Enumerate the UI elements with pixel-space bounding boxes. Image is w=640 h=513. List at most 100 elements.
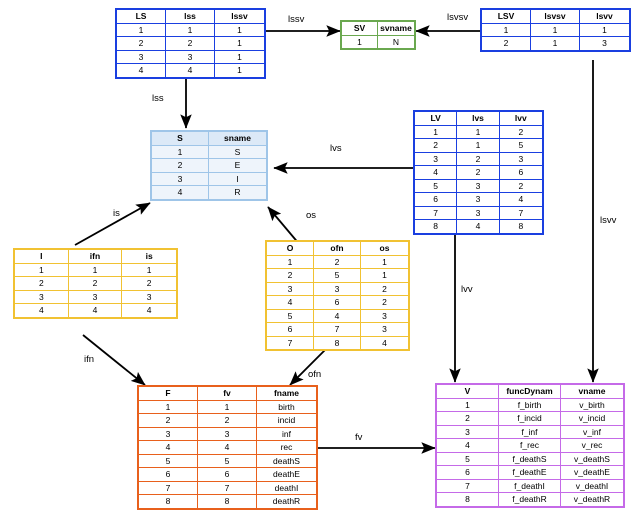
- table-cell: 7: [437, 479, 499, 493]
- table-cell: 5: [415, 179, 458, 193]
- table-cell: 3: [122, 290, 176, 304]
- table-cell: 5: [499, 139, 542, 153]
- table-cell: 1: [215, 23, 264, 37]
- table-cell: 8: [198, 495, 257, 508]
- table-cell: 2: [314, 255, 361, 269]
- table-cell: 1: [215, 64, 264, 77]
- table-cell: 7: [314, 323, 361, 337]
- table-cell: 2: [457, 166, 500, 180]
- table-cell: 2: [499, 179, 542, 193]
- table-cell: 8: [415, 220, 458, 233]
- table-cell: 8: [437, 493, 499, 506]
- table-cell: 3: [457, 193, 500, 207]
- edge-label-lssv: lssv: [288, 14, 305, 25]
- table-cell: I: [209, 172, 266, 186]
- table-cell: v_deathR: [561, 493, 623, 506]
- table-cell: 4: [437, 439, 499, 453]
- edge-label-ofn: ofn: [308, 369, 322, 380]
- table-cell: 1: [122, 263, 176, 277]
- table-cell: 5: [314, 269, 361, 283]
- column-header: SV: [342, 22, 378, 36]
- column-header: svname: [378, 22, 414, 36]
- table-cell: v_inf: [561, 425, 623, 439]
- column-header: S: [152, 132, 209, 146]
- table-cell: 3: [267, 282, 314, 296]
- table-cell: 3: [361, 323, 408, 337]
- column-header: ofn: [314, 242, 361, 256]
- table-cell: 5: [198, 454, 257, 468]
- table-cell: 4: [361, 336, 408, 349]
- table-cell: 1: [482, 23, 531, 37]
- column-header: funcDynam: [499, 385, 561, 399]
- column-header: lvs: [457, 112, 500, 126]
- table-cell: 4: [117, 64, 166, 77]
- table-cell: 6: [415, 193, 458, 207]
- table-cell: inf: [257, 427, 316, 441]
- column-header: lssv: [215, 10, 264, 24]
- table-cell: 3: [152, 172, 209, 186]
- table-cell: 2: [437, 412, 499, 426]
- column-header: is: [122, 250, 176, 264]
- edge-label-os: os: [306, 210, 317, 221]
- edge-label-is: is: [113, 208, 120, 219]
- table-cell: 1: [139, 400, 198, 414]
- column-header: LSV: [482, 10, 531, 24]
- table-cell: 4: [415, 166, 458, 180]
- table-cell: 1: [166, 23, 215, 37]
- table-cell: 1: [415, 125, 458, 139]
- table-cell: 6: [267, 323, 314, 337]
- table-cell: 3: [314, 282, 361, 296]
- column-header: os: [361, 242, 408, 256]
- table-cell: f_deathR: [499, 493, 561, 506]
- edge-label-lvs: lvs: [330, 143, 342, 154]
- table-cell: f_incid: [499, 412, 561, 426]
- table-cell: 4: [15, 304, 69, 317]
- table-cell: incid: [257, 414, 316, 428]
- table-cell: 4: [499, 193, 542, 207]
- table-cell: 7: [139, 481, 198, 495]
- table-cell: birth: [257, 400, 316, 414]
- table-cell: f_rec: [499, 439, 561, 453]
- table-cell: 1: [117, 23, 166, 37]
- column-header: lsvsv: [531, 10, 580, 24]
- table-cell: f_birth: [499, 398, 561, 412]
- column-header: I: [15, 250, 69, 264]
- table-cell: deathR: [257, 495, 316, 508]
- table-cell: f_inf: [499, 425, 561, 439]
- table-cell: 4: [198, 441, 257, 455]
- table-cell: v_deathS: [561, 452, 623, 466]
- table-cell: 2: [482, 37, 531, 50]
- table-cell: 2: [15, 277, 69, 291]
- column-header: lss: [166, 10, 215, 24]
- column-header: LV: [415, 112, 458, 126]
- table-cell: v_birth: [561, 398, 623, 412]
- table-cell: 8: [314, 336, 361, 349]
- table-cell: 2: [499, 125, 542, 139]
- table-cell: 1: [342, 35, 378, 48]
